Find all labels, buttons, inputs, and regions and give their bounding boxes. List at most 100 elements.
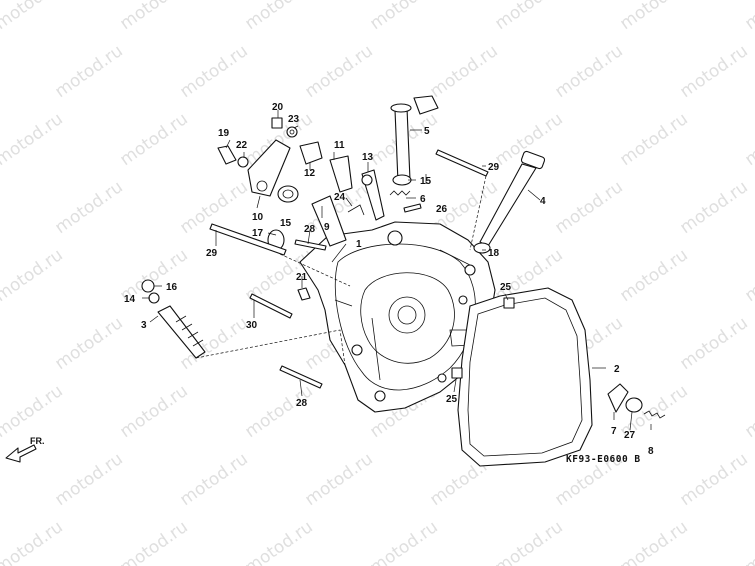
bolt-29-left (209, 223, 287, 256)
kickstarter-spindle (157, 305, 206, 359)
watermark-text: motod.ru (741, 109, 755, 170)
callout-11: 11 (334, 140, 345, 151)
callout-9: 9 (324, 222, 330, 233)
watermark-text: motod.ru (0, 449, 2, 510)
callout-19: 19 (218, 128, 230, 139)
callout-1: 1 (356, 239, 362, 250)
stopper-24 (347, 204, 365, 216)
callout-28-lower: 28 (296, 398, 308, 409)
front-direction-indicator: FR. (5, 436, 45, 463)
watermark-text: motod.ru (0, 517, 67, 566)
callout-2: 2 (614, 364, 620, 375)
callout-15-lower: 15 (280, 218, 292, 229)
washer-22 (237, 156, 249, 168)
bolt-28-top (294, 239, 327, 251)
lever-10 (247, 139, 291, 197)
washer-23 (286, 126, 298, 138)
watermark-text: motod.ru (741, 517, 755, 566)
watermark-text: motod.ru (0, 177, 2, 238)
callout-3: 3 (141, 320, 147, 331)
callout-26: 26 (436, 204, 448, 215)
watermark-text: motod.ru (116, 517, 191, 566)
bearing-15 (277, 185, 299, 203)
callout-22: 22 (236, 140, 248, 151)
pin-26 (403, 203, 422, 213)
callout-12: 12 (304, 168, 316, 179)
watermark-text: motod.ru (426, 41, 501, 102)
fr-label: FR. (30, 436, 45, 446)
watermark-text: motod.ru (0, 109, 67, 170)
watermark-text: motod.ru (51, 177, 126, 238)
cover-gasket (457, 287, 593, 467)
watermark-text: motod.ru (741, 381, 755, 442)
callout-20: 20 (272, 102, 284, 113)
pin-21 (297, 287, 311, 301)
watermark-text: motod.ru (0, 313, 2, 374)
callout-13: 13 (362, 152, 374, 163)
bolt-28-bottom (279, 365, 323, 389)
watermark-text: motod.ru (676, 177, 751, 238)
watermark-text: motod.ru (0, 0, 67, 34)
callout-8: 8 (648, 446, 654, 457)
watermark-text: motod.ru (0, 381, 67, 442)
shift-shaft (390, 95, 439, 183)
watermark-text: motod.ru (491, 517, 566, 566)
leader-lines (142, 110, 652, 431)
callout-16: 16 (166, 282, 178, 293)
callout-4: 4 (540, 196, 546, 207)
watermark-text: motod.ru (51, 313, 126, 374)
watermark-text: motod.ru (176, 41, 251, 102)
crankcase-cover (299, 221, 496, 413)
callout-7: 7 (611, 426, 617, 437)
watermark-text: motod.ru (241, 517, 316, 566)
callout-21: 21 (296, 272, 308, 283)
watermark-text: motod.ru (241, 0, 316, 34)
dowel-25-bottom (451, 367, 463, 379)
watermark-text: motod.ru (366, 517, 441, 566)
shaft-9 (311, 195, 347, 247)
watermark-text: motod.ru (116, 0, 191, 34)
callout-17: 17 (252, 228, 264, 239)
callout-6: 6 (420, 194, 426, 205)
callout-15-upper: 15 (420, 176, 432, 187)
callout-27: 27 (624, 430, 636, 441)
callout-29-left: 29 (206, 248, 218, 259)
bolt-19 (217, 145, 237, 165)
bolt-20 (271, 117, 283, 129)
watermark-text: motod.ru (741, 245, 755, 306)
arm-11 (329, 155, 353, 193)
bolt-29-right (435, 149, 489, 177)
callout-25-lower: 25 (446, 394, 458, 405)
callout-5: 5 (424, 126, 430, 137)
watermark-text: motod.ru (241, 381, 316, 442)
washer-14 (148, 292, 160, 304)
plate-12 (299, 141, 323, 165)
oil-seal-27 (625, 397, 643, 413)
watermark-text: motod.ru (616, 109, 691, 170)
callout-30: 30 (246, 320, 258, 331)
watermark-text: motod.ru (176, 449, 251, 510)
spring-6 (389, 190, 411, 196)
o-ring-18 (473, 242, 491, 254)
nut-16 (141, 279, 155, 293)
callout-28-upper: 28 (304, 224, 316, 235)
watermark-text: motod.ru (616, 245, 691, 306)
watermark-text: motod.ru (116, 381, 191, 442)
callout-14: 14 (124, 294, 136, 305)
callout-29-right: 29 (488, 162, 500, 173)
callout-23: 23 (288, 114, 300, 125)
lever-7 (607, 383, 629, 413)
watermark-text: motod.ru (0, 41, 2, 102)
watermark-text: motod.ru (551, 41, 626, 102)
bolt-30 (249, 293, 293, 319)
diagram-code: KF93-E0600 B (566, 454, 641, 465)
watermark-text: motod.ru (616, 517, 691, 566)
watermark-text: motod.ru (0, 245, 67, 306)
spring-8 (643, 410, 666, 419)
watermark-text: motod.ru (616, 0, 691, 34)
watermark-text: motod.ru (676, 313, 751, 374)
callout-18: 18 (488, 248, 500, 259)
dowel-25-top (503, 297, 515, 309)
